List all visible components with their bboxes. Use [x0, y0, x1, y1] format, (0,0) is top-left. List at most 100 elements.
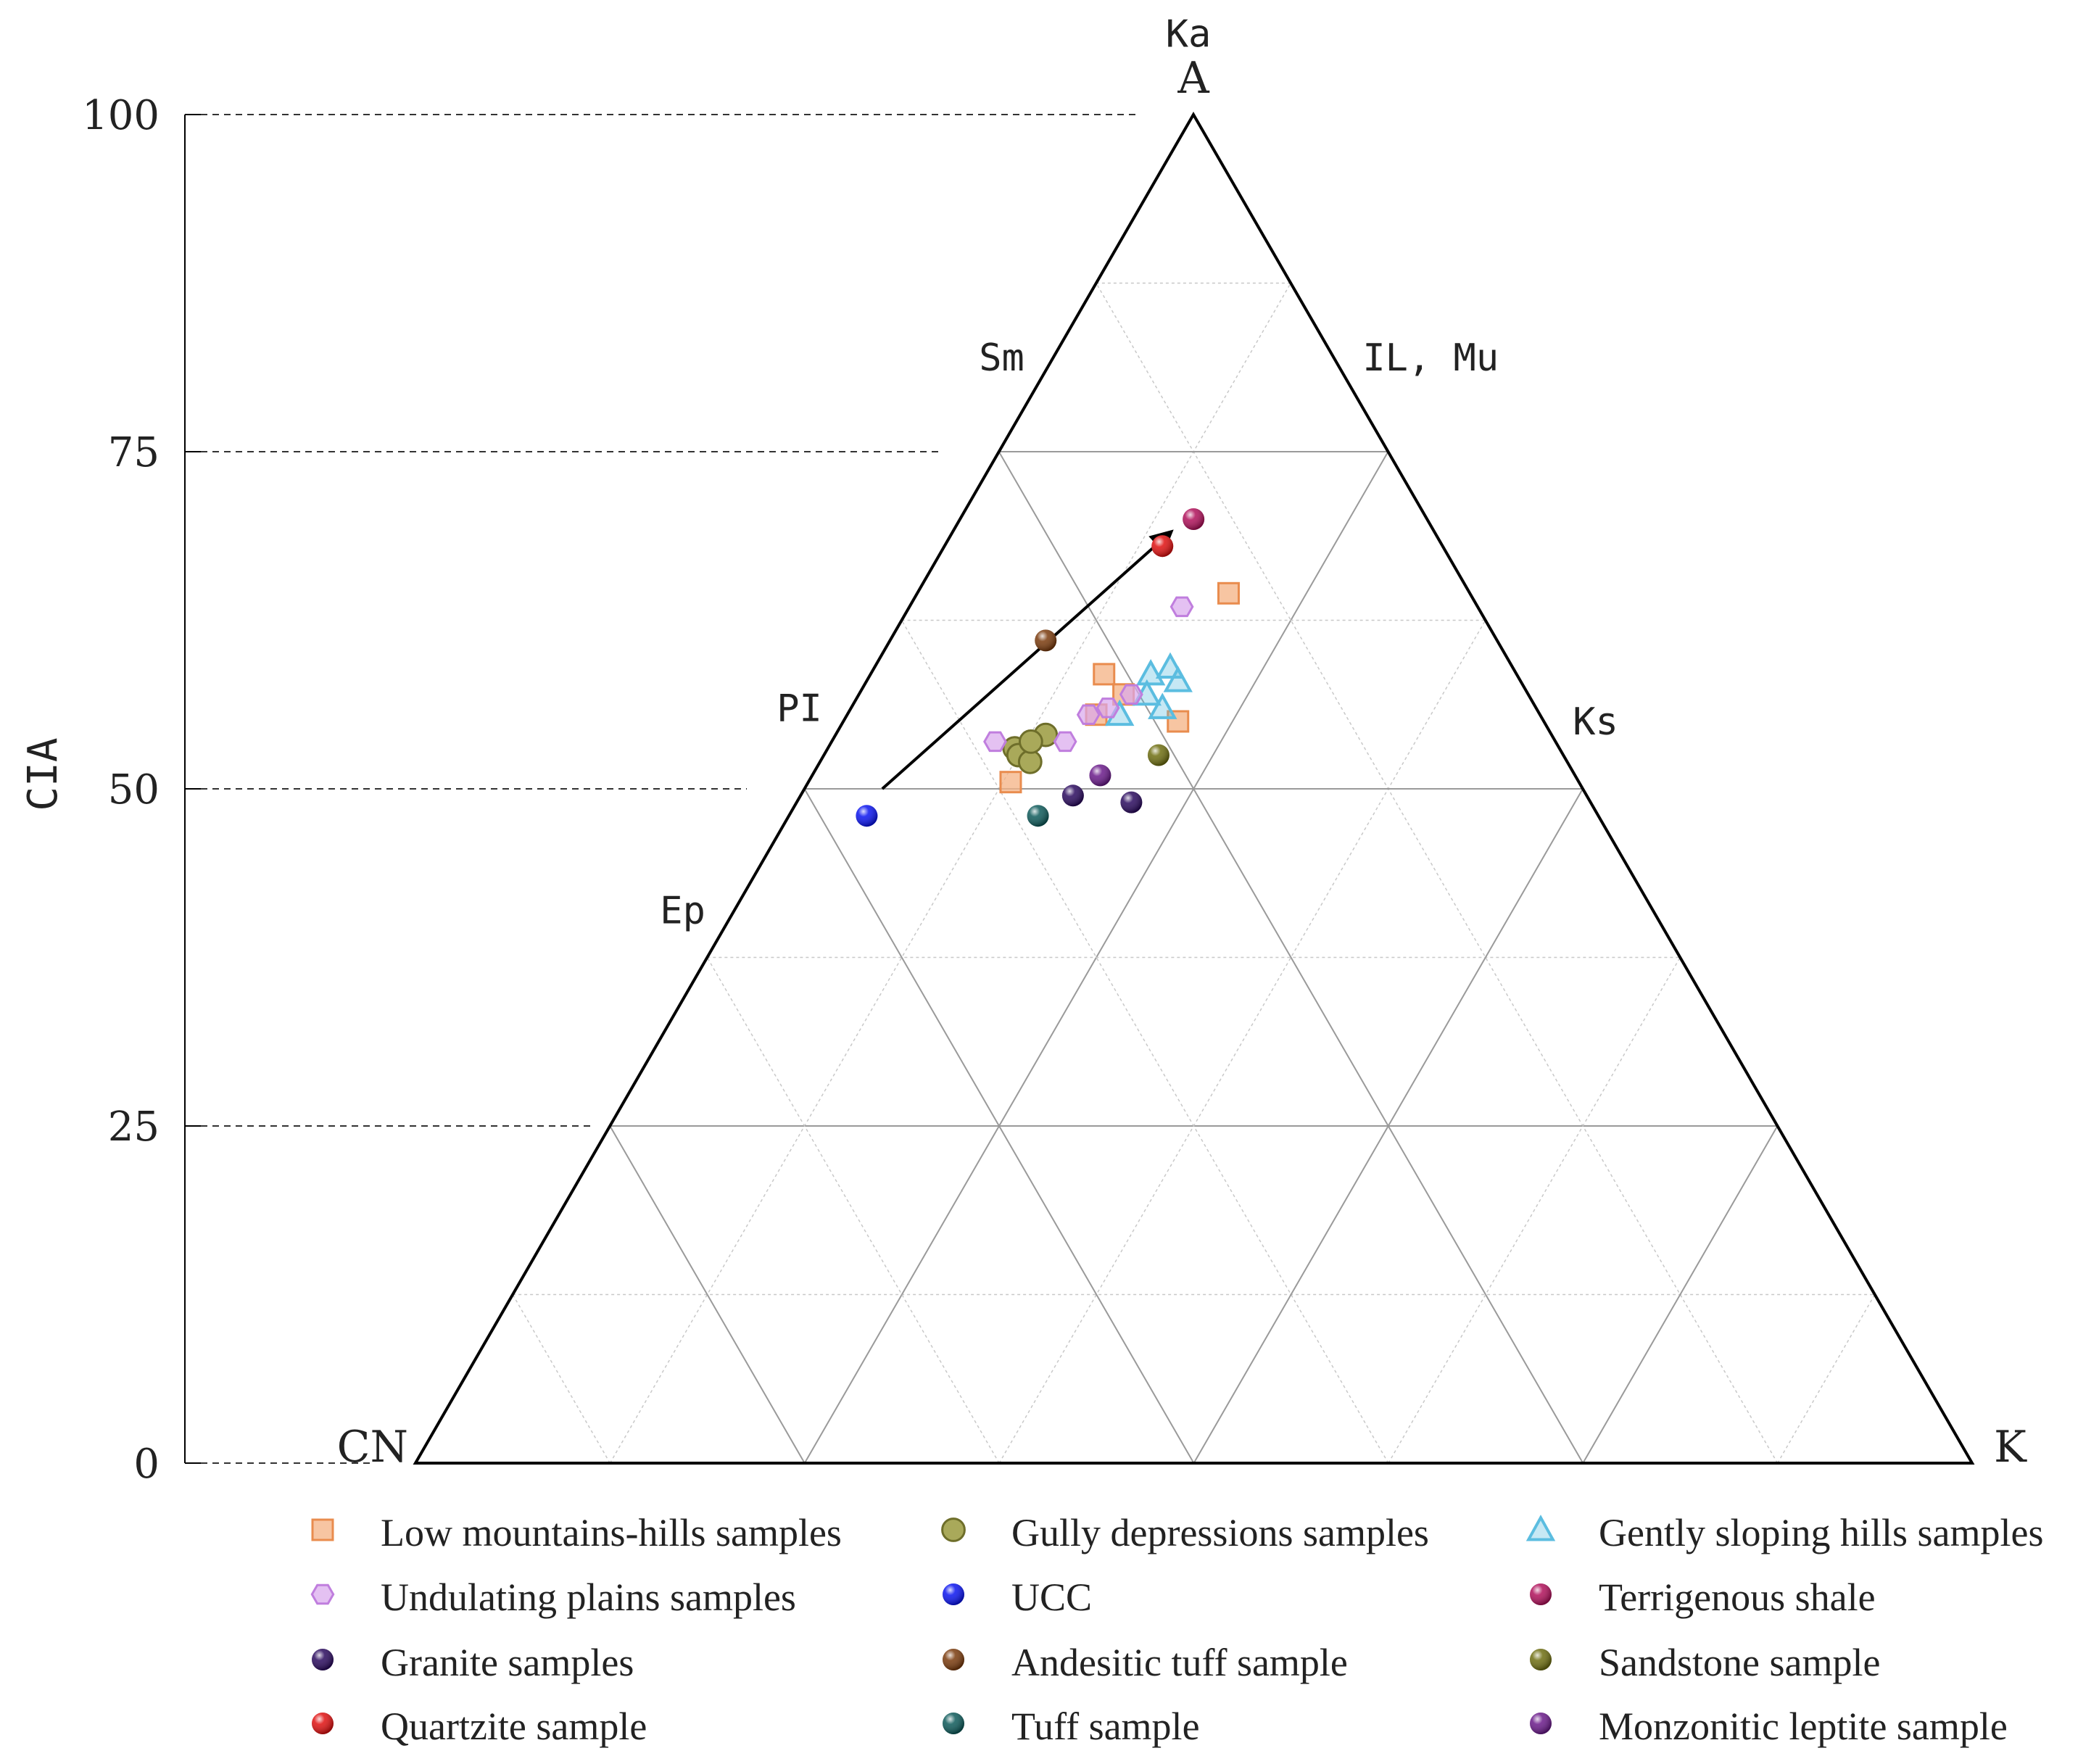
- legend-label: Andesitic tuff sample: [1011, 1641, 1348, 1684]
- data-point: [1169, 596, 1194, 618]
- vertex-label-cn: CN: [337, 1422, 408, 1473]
- mineral-label: IL, Mu: [1362, 336, 1499, 380]
- ternary-triangle: [413, 111, 1975, 1465]
- ball-shine: [1151, 535, 1174, 558]
- hexagon-marker: [983, 731, 1007, 753]
- mineral-label: Ka: [1166, 12, 1212, 56]
- circle-marker: [1018, 729, 1043, 754]
- vertex-label-a: A: [1177, 53, 1209, 104]
- data-point: [1061, 784, 1084, 807]
- cia-tick-label: 25: [108, 1103, 160, 1151]
- grid-line: [706, 957, 1000, 1464]
- triangle-marker: [1163, 666, 1193, 692]
- data-point: [1089, 764, 1111, 787]
- ball-shine: [1530, 1583, 1552, 1605]
- triangle-outline: [413, 111, 1975, 1465]
- legend-item: Quartzite sample: [312, 1705, 647, 1748]
- ball-shine: [1147, 744, 1169, 766]
- hexagon-marker: [1053, 731, 1077, 753]
- mineral-label: Ep: [660, 889, 705, 932]
- legend-label: Granite samples: [381, 1641, 634, 1684]
- data-point: [1053, 731, 1077, 753]
- legend-item: Gently sloping hills samples: [1525, 1511, 2044, 1554]
- ternary-grid: [512, 282, 1876, 1464]
- legend: Low mountains-hills samples Gully depress…: [310, 1511, 2044, 1748]
- data-point: [1217, 581, 1240, 605]
- square-marker: [999, 771, 1022, 794]
- legend-item: Gully depressions samples: [941, 1511, 1429, 1554]
- triangle-marker: [1525, 1515, 1556, 1541]
- legend-item: Granite samples: [312, 1641, 634, 1684]
- hexagon-marker: [1119, 684, 1143, 705]
- data-point: [1163, 666, 1193, 692]
- ball-shine: [1183, 508, 1205, 530]
- legend-marker: [941, 1517, 966, 1542]
- legend-marker: [1530, 1583, 1552, 1605]
- legend-label: Quartzite sample: [381, 1705, 647, 1748]
- ball-shine: [943, 1713, 964, 1734]
- data-point: [1151, 535, 1174, 558]
- legend-marker: [943, 1649, 964, 1670]
- ball-shine: [1035, 629, 1057, 652]
- grid-line: [609, 1125, 806, 1464]
- grid-line: [1388, 957, 1681, 1464]
- legend-label: Gully depressions samples: [1011, 1511, 1429, 1554]
- legend-label: Gently sloping hills samples: [1599, 1511, 2044, 1554]
- ball-shine: [312, 1649, 334, 1670]
- circle-marker: [941, 1517, 966, 1542]
- data-point: [1076, 704, 1101, 725]
- mineral-label: Ks: [1573, 700, 1618, 744]
- trend-arrow: [881, 529, 1174, 790]
- grid-line: [901, 620, 1389, 1464]
- data-point: [1027, 805, 1049, 827]
- legend-label: Sandstone sample: [1599, 1641, 1880, 1684]
- cia-tick-label: 100: [82, 92, 160, 139]
- legend-marker: [943, 1713, 964, 1734]
- legend-marker: [312, 1713, 334, 1734]
- square-marker: [1167, 710, 1190, 733]
- legend-marker: [1530, 1713, 1552, 1734]
- cia-axis-label: CIA: [20, 737, 67, 811]
- cia-tick-label: 75: [108, 429, 160, 476]
- data-point: [983, 731, 1007, 753]
- data-point: [1119, 684, 1143, 705]
- ball-shine: [943, 1649, 964, 1670]
- data-point: [1093, 663, 1116, 686]
- data-point: [1167, 710, 1190, 733]
- grid-line: [998, 451, 1584, 1464]
- data-point: [1035, 629, 1057, 652]
- legend-label: Tuff sample: [1011, 1705, 1200, 1748]
- ball-shine: [943, 1583, 964, 1605]
- legend-marker: [1530, 1649, 1552, 1670]
- circle-marker: [1017, 749, 1043, 774]
- data-points: [856, 508, 1240, 827]
- data-point: [1017, 749, 1043, 774]
- ball-shine: [1027, 805, 1049, 827]
- hexagon-marker: [310, 1583, 335, 1605]
- grid-line: [512, 1294, 611, 1464]
- square-marker: [1093, 663, 1116, 686]
- data-point: [1148, 692, 1177, 719]
- legend-label: Terrigenous shale: [1599, 1575, 1876, 1619]
- data-point: [1120, 791, 1143, 813]
- ball-shine: [1530, 1713, 1552, 1734]
- grid-line: [609, 283, 1291, 1464]
- legend-item: Undulating plains samples: [310, 1575, 796, 1619]
- square-marker: [311, 1518, 334, 1541]
- legend-item: Monzonitic leptite sample: [1530, 1705, 2008, 1748]
- ball-shine: [1061, 784, 1084, 807]
- cia-tick-label: 0: [133, 1441, 160, 1488]
- mineral-label: Sm: [979, 336, 1024, 380]
- legend-label: UCC: [1011, 1575, 1092, 1619]
- grid-line: [803, 788, 1195, 1464]
- data-point: [999, 771, 1022, 794]
- ball-shine: [312, 1713, 334, 1734]
- ball-shine: [1120, 791, 1143, 813]
- data-point: [1096, 697, 1120, 719]
- legend-marker: [1525, 1515, 1556, 1541]
- data-point: [1147, 744, 1169, 766]
- legend-label: Low mountains-hills samples: [381, 1511, 842, 1554]
